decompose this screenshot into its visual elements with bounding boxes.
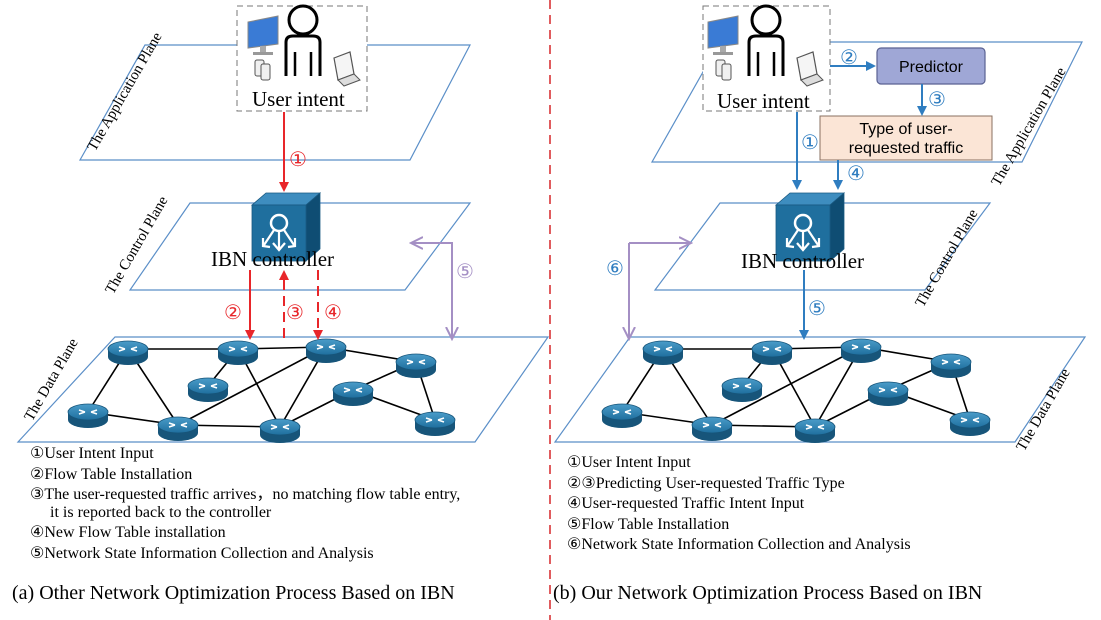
right-control-plane-label: The Control Plane bbox=[913, 206, 982, 310]
right-legend-item: ⑥Network State Information Collection an… bbox=[567, 536, 911, 553]
router-icon bbox=[930, 353, 972, 379]
router-icon bbox=[601, 403, 643, 429]
router-icon bbox=[840, 338, 882, 364]
traffic-type-line2: requested traffic bbox=[849, 140, 963, 157]
left-legend-item: ③The user-requested traffic arrives，no m… bbox=[30, 486, 461, 503]
left-user-intent-label: User intent bbox=[252, 87, 345, 111]
left-control-plane bbox=[128, 202, 472, 291]
left-legend: ①User Intent Input ②Flow Table Installat… bbox=[30, 444, 460, 564]
right-legend: ①User Intent Input ②③Predicting User-req… bbox=[567, 453, 911, 556]
router-icon bbox=[157, 416, 199, 442]
right-legend-item: ①User Intent Input bbox=[567, 454, 691, 471]
left-controller-label: IBN controller bbox=[211, 247, 334, 271]
router-icon bbox=[691, 416, 733, 442]
left-step-marker-1: ① bbox=[289, 149, 307, 171]
left-legend-item: ⑤Network State Information Collection an… bbox=[30, 544, 374, 562]
router-icon bbox=[107, 340, 149, 366]
predictor-box bbox=[876, 47, 986, 85]
right-step-marker-2: ② bbox=[840, 47, 858, 69]
left-legend-item: ②Flow Table Installation bbox=[30, 465, 193, 483]
right-controller-label: IBN controller bbox=[741, 249, 864, 273]
router-icon bbox=[187, 377, 229, 403]
traffic-type-line1: Type of user- bbox=[859, 121, 952, 138]
user-person-icon bbox=[284, 4, 322, 78]
right-data-plane-label: The Data Plane bbox=[1014, 366, 1074, 454]
router-icon bbox=[414, 411, 456, 437]
right-step-marker-1: ① bbox=[801, 132, 819, 154]
right-control-plane bbox=[653, 202, 992, 291]
right-step-marker-3: ③ bbox=[928, 89, 946, 111]
right-user-intent-label: User intent bbox=[717, 89, 810, 113]
right-application-plane-label: The Application Plane bbox=[989, 65, 1070, 189]
router-icon bbox=[259, 418, 301, 444]
right-caption: (b) Our Network Optimization Process Bas… bbox=[553, 582, 983, 604]
right-legend-item: ⑤Flow Table Installation bbox=[567, 515, 730, 533]
left-step-marker-5: ⑤ bbox=[456, 261, 474, 283]
left-step-marker-4: ④ bbox=[324, 302, 342, 324]
left-legend-item: ④New Flow Table installation bbox=[30, 524, 226, 541]
right-legend-item: ②③Predicting User-requested Traffic Type bbox=[567, 474, 845, 492]
right-data-plane bbox=[553, 336, 1087, 443]
left-step-marker-2: ② bbox=[224, 302, 242, 324]
predictor-label: Predictor bbox=[899, 59, 964, 76]
router-icon bbox=[721, 377, 763, 403]
left-data-plane bbox=[16, 336, 550, 443]
router-icon bbox=[794, 418, 836, 444]
right-step-marker-6: ⑥ bbox=[606, 258, 624, 280]
traffic-type-box bbox=[819, 115, 993, 161]
router-icon bbox=[395, 353, 437, 379]
router-icon bbox=[217, 340, 259, 366]
right-diagram: Predictor Type of user- requested traffi… bbox=[553, 4, 1087, 454]
router-icon bbox=[949, 411, 991, 437]
left-legend-item: ①User Intent Input bbox=[30, 445, 154, 462]
right-application-plane bbox=[650, 41, 1083, 163]
left-diagram: The Application Plane The Control Plane … bbox=[16, 4, 550, 444]
router-icon bbox=[67, 403, 109, 429]
user-person-icon bbox=[747, 4, 785, 78]
router-icon bbox=[867, 381, 909, 407]
left-legend-item: it is reported back to the controller bbox=[50, 503, 272, 521]
router-icon bbox=[642, 340, 684, 366]
left-step-marker-3: ③ bbox=[286, 302, 304, 324]
right-step-marker-4: ④ bbox=[847, 163, 865, 185]
left-caption: (a) Other Network Optimization Process B… bbox=[12, 582, 455, 604]
router-icon bbox=[751, 340, 793, 366]
router-icon bbox=[305, 338, 347, 364]
left-application-plane-label: The Application Plane bbox=[85, 30, 166, 154]
right-legend-item: ④User-requested Traffic Intent Input bbox=[567, 495, 805, 512]
right-step-marker-5: ⑤ bbox=[808, 298, 826, 320]
router-icon bbox=[332, 381, 374, 407]
left-feedback-arrow bbox=[412, 243, 453, 338]
